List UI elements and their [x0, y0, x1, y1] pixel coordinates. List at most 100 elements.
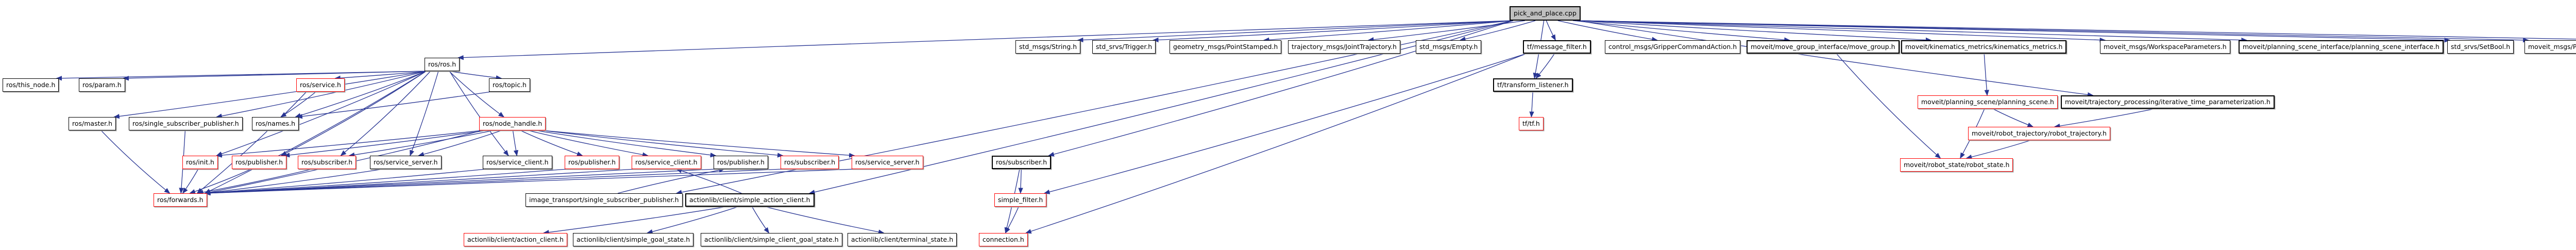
graph-node-s_empty[interactable]: std_msgs/Empty.h: [1416, 40, 1482, 54]
graph-edge-ros_h-names: [295, 71, 427, 118]
graph-edge-it_ssp-pub_b: [617, 168, 725, 194]
graph-node-tf_tf[interactable]: tf/tf.h: [1519, 117, 1544, 130]
graph-edge-sub_r1-forwards: [197, 169, 313, 195]
graph-node-itp[interactable]: moveit/trajectory_processing/iterative_t…: [2061, 95, 2275, 109]
graph-edge-pub_r1-forwards: [189, 169, 251, 194]
graph-edge-service-forwards: [196, 91, 307, 194]
graph-edge-root-pickup: [1577, 20, 2529, 43]
graph-node-pub_b[interactable]: ros/publisher.h: [714, 156, 768, 169]
graph-node-sub_r2[interactable]: ros/subscriber.h: [781, 156, 839, 169]
graph-edge-itp-robot_traj: [2054, 108, 2155, 128]
graph-node-srvcli_b[interactable]: ros/service_client.h: [483, 156, 552, 169]
graph-edge-root-msg_filter: [1546, 20, 1556, 41]
graph-node-srvcli_r[interactable]: ros/service_client.h: [632, 156, 701, 169]
graph-edge-srvsrv_b-forwards: [204, 169, 383, 195]
graph-edge-planning_scene-robot_traj: [1992, 108, 2034, 127]
graph-node-tf_listener[interactable]: tf/transform_listener.h: [1493, 78, 1573, 92]
graph-edge-simple_filter-connection: [1005, 206, 1019, 234]
graph-node-root: pick_and_place.cpp: [1510, 6, 1581, 21]
graph-edge-msg_filter-tf_listener: [1535, 53, 1555, 79]
graph-edge-ros_h-param: [123, 71, 427, 81]
graph-node-psi[interactable]: moveit/planning_scene_interface/planning…: [2239, 40, 2444, 54]
graph-node-init[interactable]: ros/init.h: [182, 156, 218, 169]
graph-node-g_ps[interactable]: geometry_msgs/PointStamped.h: [1170, 40, 1282, 54]
graph-edge-ros_h-forwards: [204, 71, 427, 194]
graph-edge-pub_r2-forwards: [204, 169, 568, 196]
graph-edge-root-gca: [1557, 20, 1658, 42]
graph-edge-ros_h-master: [113, 71, 427, 119]
graph-edge-root-move_group: [1572, 20, 1790, 42]
graph-node-planning_scene[interactable]: moveit/planning_scene/planning_scene.h: [1918, 95, 2058, 109]
graph-edge-ros_h-srvsrv_b: [410, 71, 439, 157]
graph-node-param[interactable]: ros/param.h: [79, 78, 125, 92]
graph-node-names[interactable]: ros/names.h: [252, 117, 299, 130]
graph-edge-ros_h-sub_r1: [340, 71, 431, 156]
graph-node-sgs[interactable]: actionlib/client/simple_goal_state.h: [573, 233, 694, 246]
graph-edge-msg_filter-simple_filter: [1043, 53, 1527, 194]
graph-node-master[interactable]: ros/master.h: [69, 117, 116, 130]
graph-edge-sac-action_client: [543, 206, 727, 235]
graph-node-s_trigger[interactable]: std_srvs/Trigger.h: [1092, 40, 1156, 54]
graph-edge-root-kin_metrics: [1577, 20, 1932, 43]
graph-node-ros_h[interactable]: ros/ros.h: [425, 58, 460, 71]
graph-edge-sac-scgs: [752, 206, 770, 234]
graph-node-pub_r1[interactable]: ros/publisher.h: [232, 156, 286, 169]
graph-edge-root-setbool: [1577, 20, 2451, 43]
graph-edge-node_handle-pub_r1: [283, 130, 487, 158]
graph-edge-root-psi: [1577, 20, 2248, 43]
graph-edge-pub_b-forwards: [204, 169, 717, 196]
graph-node-service[interactable]: ros/service.h: [296, 78, 345, 92]
graph-edge-sac-srvcli_r: [675, 168, 742, 194]
graph-node-sub_r1[interactable]: ros/subscriber.h: [298, 156, 357, 169]
graph-node-it_ssp[interactable]: image_transport/single_subscriber_publis…: [526, 193, 683, 207]
graph-node-scgs[interactable]: actionlib/client/simple_client_goal_stat…: [701, 233, 842, 246]
graph-edge-topic-names: [296, 91, 492, 119]
graph-edge-root-place: [1577, 20, 2576, 40]
graph-node-msg_filter[interactable]: tf/message_filter.h: [1523, 40, 1591, 54]
graph-edge-srvcli_b-forwards: [204, 169, 486, 195]
graph-node-sub_mf[interactable]: ros/subscriber.h: [992, 156, 1052, 169]
graph-node-node_handle[interactable]: ros/node_handle.h: [479, 117, 546, 130]
graph-edge-robot_traj-robot_state: [1965, 140, 2031, 159]
graph-node-robot_state[interactable]: moveit/robot_state/robot_state.h: [1900, 158, 2013, 172]
graph-edge-node_handle-pub_b: [535, 130, 717, 158]
graph-edge-master-forwards: [100, 130, 171, 194]
graph-node-ssp[interactable]: ros/single_subscriber_publisher.h: [129, 117, 243, 130]
graph-node-srvsrv_b[interactable]: ros/service_server.h: [370, 156, 442, 169]
graph-edge-sac-terminal: [765, 206, 885, 235]
graph-edge-root-s_trigger: [1152, 20, 1513, 43]
graph-node-topic[interactable]: ros/topic.h: [489, 78, 530, 92]
graph-node-this_node[interactable]: ros/this_node.h: [3, 78, 59, 92]
graph-edge-msg_filter-connection: [1025, 53, 1527, 234]
graph-node-forwards[interactable]: ros/forwards.h: [154, 193, 207, 207]
graph-node-kin_metrics[interactable]: moveit/kinematics_metrics/kinematics_met…: [1901, 40, 2067, 54]
graph-edge-root-s_empty: [1459, 20, 1536, 42]
graph-edge-kin_metrics-planning_scene: [1984, 53, 1989, 96]
graph-edge-service-names: [280, 91, 316, 118]
graph-edge-root-g_ps: [1263, 20, 1514, 42]
graph-node-t_jt[interactable]: trajectory_msgs/JointTrajectory.h: [1288, 40, 1400, 54]
graph-node-gca[interactable]: control_msgs/GripperCommandAction.h: [1605, 40, 1741, 54]
graph-edge-ros_h-ssp: [216, 71, 427, 119]
graph-node-srvsrv_r[interactable]: ros/service_server.h: [852, 156, 923, 169]
graph-edge-sub_r2-forwards: [204, 169, 784, 196]
graph-node-action_client[interactable]: actionlib/client/action_client.h: [464, 233, 568, 246]
graph-node-sac[interactable]: actionlib/client/simple_action_client.h: [685, 193, 815, 207]
graph-edge-move_group-robot_state: [1836, 53, 1941, 159]
graph-edge-ros_h-topic: [449, 71, 502, 80]
graph-node-pickup[interactable]: moveit_msgs/PickupAction.h: [2524, 40, 2576, 54]
graph-node-connection[interactable]: connection.h: [979, 233, 1028, 246]
graph-node-simple_filter[interactable]: simple_filter.h: [994, 193, 1047, 207]
graph-node-pub_r2[interactable]: ros/publisher.h: [565, 156, 619, 169]
graph-edge-ros_h-srvcli_b: [449, 71, 509, 156]
graph-node-move_group[interactable]: moveit/move_group_interface/move_group.h: [1747, 40, 1900, 54]
graph-edge-node_handle-srvcli_b: [512, 130, 519, 157]
graph-node-ws_params[interactable]: moveit_msgs/WorkspaceParameters.h: [2100, 40, 2230, 54]
graph-node-robot_traj[interactable]: moveit/robot_trajectory/robot_trajectory…: [1968, 127, 2110, 140]
graph-node-s_string[interactable]: std_msgs/String.h: [1015, 40, 1081, 54]
graph-node-setbool[interactable]: std_srvs/SetBool.h: [2447, 40, 2514, 54]
graph-edge-root-itp: [1577, 20, 2094, 97]
graph-node-terminal[interactable]: actionlib/client/terminal_state.h: [848, 233, 957, 246]
graph-edge-node_handle-sub_r2: [542, 130, 784, 158]
